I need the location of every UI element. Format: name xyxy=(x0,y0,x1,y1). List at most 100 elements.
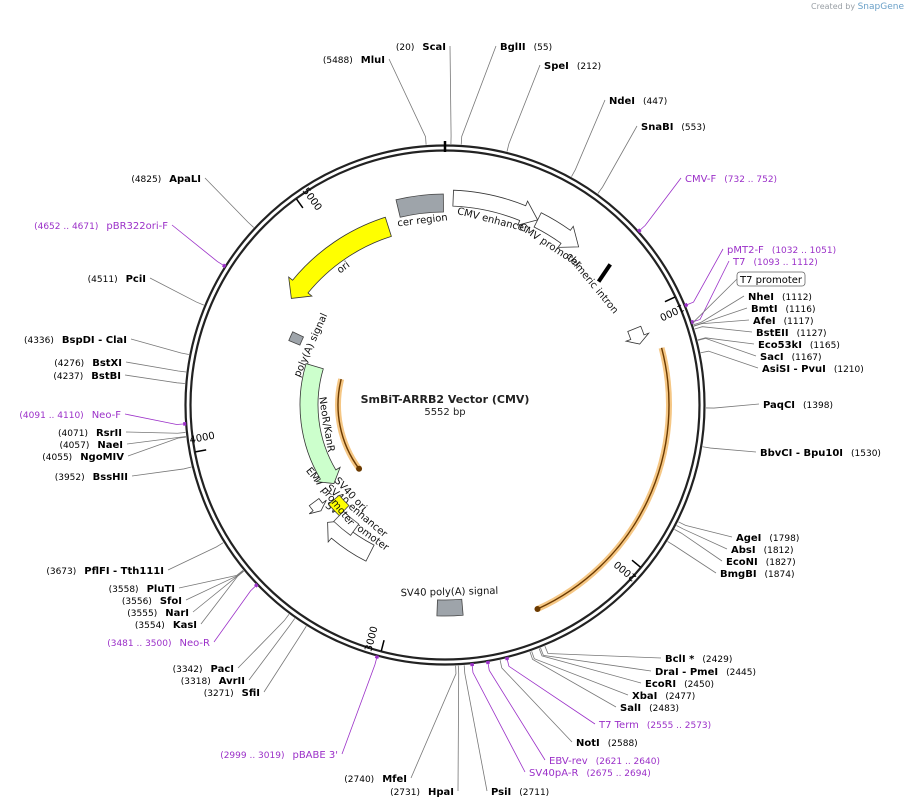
enzyme-asisi-pvui-position: (1210) xyxy=(834,365,864,375)
enzyme-pcii-leader xyxy=(149,277,205,306)
enzyme-spei-leader xyxy=(506,64,541,152)
primer-pbr322ori-f-label: (4652 .. 4671)pBR322ori-F xyxy=(34,221,168,232)
primer-neo-r-mark xyxy=(254,583,259,588)
enzyme-mfei-position: (2740) xyxy=(344,775,374,785)
enzyme-mlui-leader xyxy=(388,58,427,145)
primer-t7-leader xyxy=(692,260,730,323)
orf-halo-1 xyxy=(335,378,362,471)
enzyme-avrii-name: AvrII xyxy=(219,676,245,687)
feature-chimeric-intron xyxy=(596,263,612,283)
enzyme-econi-name: EcoNI xyxy=(726,557,758,568)
enzyme-bglii-leader xyxy=(460,45,497,145)
primer-pmt2-f-mark xyxy=(684,302,689,308)
enzyme-bglii-position: (55) xyxy=(534,43,552,53)
enzyme-saci-leader xyxy=(697,338,757,357)
enzyme-afei-label: AfeI(1117) xyxy=(753,316,814,327)
enzyme-xbai-name: XbaI xyxy=(632,691,657,702)
primer-neo-f-leader xyxy=(124,413,185,425)
enzyme-rsrii-position: (4071) xyxy=(58,429,88,439)
enzyme-snabi-position: (553) xyxy=(681,123,705,133)
enzyme-sfii-label: (3271) SfiI xyxy=(204,688,260,699)
enzyme-bcli-position: (2429) xyxy=(702,655,732,665)
enzyme-avrii-label: (3318) AvrII xyxy=(181,676,245,687)
enzyme-bmti-position: (1116) xyxy=(786,305,816,315)
enzyme-mfei-name: MfeI xyxy=(382,774,407,785)
enzyme-mlui-name: MluI xyxy=(361,55,385,66)
primer-sv40pa-r-label: SV40pA-R(2675 .. 2694) xyxy=(529,768,651,779)
enzyme-afei-name: AfeI xyxy=(753,316,776,327)
enzyme-eco53ki-name: Eco53kI xyxy=(758,340,802,351)
enzyme-bsteii-leader xyxy=(694,326,753,333)
primer-pbabe-3-label: (2999 .. 3019)pBABE 3' xyxy=(220,750,338,761)
enzyme-bsshii-label: (3952)BssHII xyxy=(55,472,128,483)
enzyme-snabi-leader xyxy=(597,125,638,194)
enzyme-scai-leader xyxy=(449,45,452,145)
enzyme-naei-position: (4057) xyxy=(59,441,89,451)
enzyme-bspdi-clai-leader xyxy=(130,338,190,355)
boxed-t7-promoter-leader xyxy=(692,278,738,324)
feature-sv40-poly-a-signal xyxy=(436,598,464,617)
enzyme-agei-label: AgeI(1798) xyxy=(736,533,799,544)
primer-t7-term-leader xyxy=(506,658,596,725)
enzyme-paqci-position: (1398) xyxy=(803,401,833,411)
enzyme-mfei-leader xyxy=(410,665,457,779)
enzyme-bstbi-label: (4237)BstBI xyxy=(53,371,121,382)
primer-t7-position: (1093 .. 1112) xyxy=(753,258,817,268)
enzyme-noti-label: NotI (2588) xyxy=(576,738,638,749)
primer-pmt2-f-name: pMT2-F xyxy=(727,245,764,256)
tick-label-4: 5000 xyxy=(300,186,324,213)
tick-label-0: 1000 xyxy=(658,301,686,322)
feature-neor-kanr xyxy=(299,363,341,484)
enzyme-noti-name: NotI xyxy=(576,738,600,749)
enzyme-ndei-label: NdeI(447) xyxy=(609,96,667,107)
primer-pbr322ori-f-leader xyxy=(171,224,225,267)
enzyme-hpai-label: (2731)HpaI xyxy=(390,787,454,798)
orf-halo-0 xyxy=(536,347,672,612)
enzyme-bglii-label: BglII(55) xyxy=(500,42,552,53)
enzyme-ngomiv-leader xyxy=(127,436,187,457)
enzyme-ecori-leader xyxy=(538,648,642,684)
enzyme-sfii-name: SfiI xyxy=(242,688,260,699)
enzyme-bsshii-name: BssHII xyxy=(93,472,128,483)
enzyme-bsteii-name: BstEII xyxy=(756,328,789,339)
credit-brand: SnapGene xyxy=(857,2,904,12)
orf-arcs xyxy=(335,347,672,613)
enzyme-avrii-position: (3318) xyxy=(181,677,211,687)
enzyme-econi-position: (1827) xyxy=(766,558,796,568)
primer-ebv-rev-position: (2621 .. 2640) xyxy=(596,757,660,767)
enzyme-ndei-name: NdeI xyxy=(609,96,635,107)
primer-ebv-rev-leader xyxy=(487,662,546,761)
enzyme-nhei-leader xyxy=(693,295,745,326)
enzyme-pflfi-tth111i-position: (3673) xyxy=(46,567,76,577)
primer-cmv-f-position: (732 .. 752) xyxy=(724,175,777,185)
enzyme-absi-leader xyxy=(676,525,728,550)
enzyme-noti-position: (2588) xyxy=(608,739,638,749)
enzyme-saci-name: SacI xyxy=(760,352,784,363)
enzyme-eco53ki-position: (1165) xyxy=(810,341,840,351)
enzyme-saci-position: (1167) xyxy=(792,353,822,363)
enzyme-psii-leader xyxy=(463,665,488,792)
enzyme-bstxi-position: (4276) xyxy=(54,359,84,369)
enzyme-snabi-name: SnaBI xyxy=(641,122,673,133)
primer-t7-term-label: T7 Term(2555 .. 2573) xyxy=(598,720,711,731)
orf-arc-0 xyxy=(537,347,670,610)
enzyme-bbvci-bpu10i-label: BbvCI - Bpu10I(1530) xyxy=(760,448,881,459)
enzyme-paci-name: PacI xyxy=(211,664,234,675)
primer-neo-f-label: (4091 .. 4110)Neo-F xyxy=(19,410,121,421)
enzyme-xbai-position: (2477) xyxy=(665,692,695,702)
boxed-t7-promoter-label: T7 promoter xyxy=(739,275,803,286)
enzyme-ngomiv-position: (4055) xyxy=(42,453,72,463)
enzyme-sfii-position: (3271) xyxy=(204,689,234,699)
feature-cer-region xyxy=(395,193,444,218)
enzyme-pflfi-tth111i-leader xyxy=(167,542,224,571)
primer-ebv-rev-mark xyxy=(485,660,490,665)
enzyme-nhei-label: NheI(1112) xyxy=(748,292,812,303)
enzyme-drai-pmei-position: (2445) xyxy=(726,668,756,678)
enzyme-ngomiv-label: (4055)NgoMIV xyxy=(42,452,124,463)
tick-label-2: 3000 xyxy=(364,625,381,652)
enzyme-absi-label: AbsI(1812) xyxy=(731,545,794,556)
enzyme-kasi-label: (3554)KasI xyxy=(135,620,197,631)
enzyme-bsteii-position: (1127) xyxy=(797,329,827,339)
orf-arc-1 xyxy=(337,378,360,470)
feature-poly-a-signal xyxy=(288,331,305,346)
